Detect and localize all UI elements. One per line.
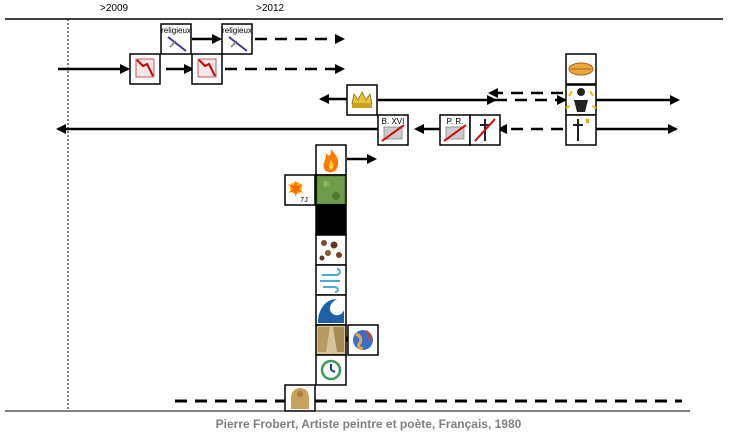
pr-label: P. R. (447, 117, 464, 126)
cross-box (565, 114, 597, 146)
canyon-box (315, 324, 347, 356)
sphinx-box (284, 384, 316, 412)
religieux-box-2: religieux (221, 23, 253, 55)
religieux-label-2: religieux (222, 26, 252, 35)
wind-box (315, 264, 347, 296)
year-label-2009: >2009 (100, 3, 129, 14)
dark-box (315, 204, 347, 236)
chart-down-box-2 (191, 53, 223, 85)
religieux-box-1: religieux (160, 23, 192, 55)
person-box (565, 84, 597, 116)
fire-box (315, 144, 347, 176)
seven-j-label: 7J (300, 197, 307, 204)
explosion-box: 7J (284, 174, 316, 206)
crown-box (346, 84, 378, 116)
caption: Pierre Frobert, Artiste peintre et poète… (215, 417, 522, 431)
globe-box (347, 324, 379, 356)
pr-box: P. R. (439, 114, 471, 146)
clock-box (315, 354, 347, 386)
handshake-box (565, 53, 597, 85)
wave-box (315, 294, 347, 326)
rocks-box (315, 234, 347, 266)
year-label-2012: >2012 (256, 3, 285, 14)
religieux-label-1: religieux (161, 26, 191, 35)
chart-down-box-1 (129, 53, 161, 85)
crossed-cross-box (469, 114, 501, 146)
green-field-box (315, 174, 347, 206)
bxvi-box: B. XVI (377, 114, 409, 146)
bxvi-label: B. XVI (382, 117, 405, 126)
